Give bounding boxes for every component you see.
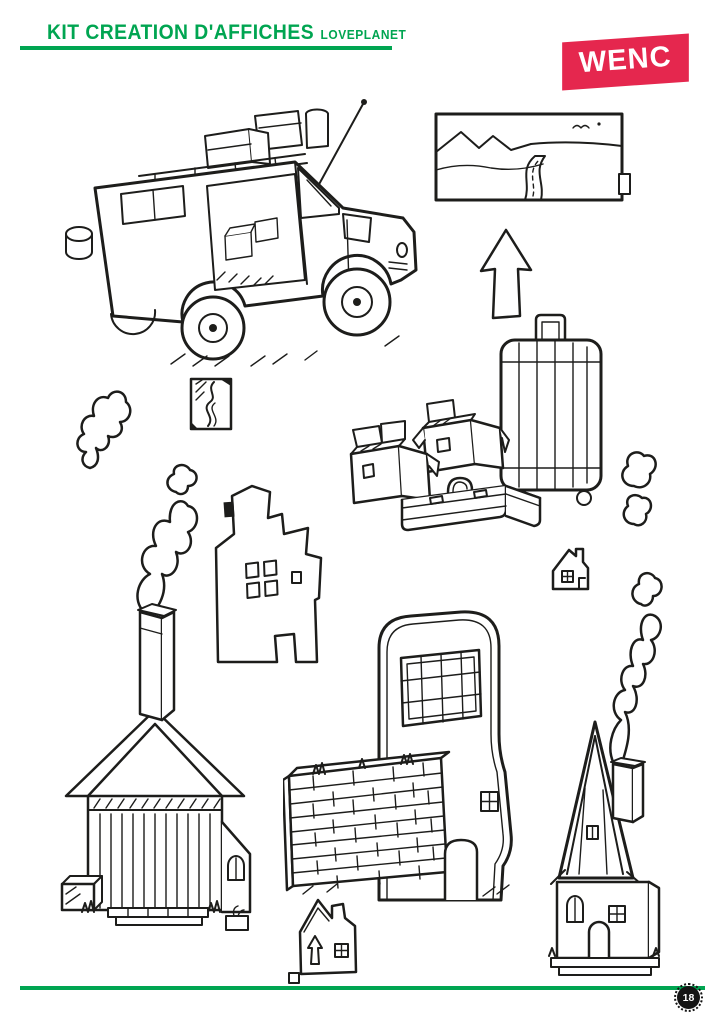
tall-house-cutout-illustration: [204, 476, 334, 671]
page-title: KIT CREATION D'AFFICHES LOVEPLANET: [47, 21, 406, 45]
page-number: 18: [682, 991, 695, 1004]
camper-van-illustration: [55, 88, 435, 378]
landscape-frame-illustration: [433, 110, 633, 210]
wenc-badge-label: WENC: [577, 40, 673, 80]
header-rule: [20, 46, 392, 50]
brand-label: LOVEPLANET: [320, 27, 407, 42]
footer-rule: [20, 986, 705, 990]
briefcase-illustration: [390, 470, 550, 550]
bottom-house-cutout-illustration: [288, 886, 368, 986]
kit-title: KIT CREATION D'AFFICHES: [47, 21, 315, 44]
small-house-illustration: [548, 541, 593, 596]
page-number-badge: 18: [674, 983, 703, 1012]
cardboard-boxes-illustration: [345, 398, 510, 508]
curved-building-brick-wall-illustration: [283, 586, 533, 906]
smoke-wisp-right-illustration: [610, 436, 660, 531]
stamp-illustration: [188, 376, 234, 432]
wenc-badge: WENC: [562, 33, 689, 91]
arrow-up-cutout-illustration: [476, 226, 536, 326]
smoke-cloud-left-illustration: [56, 370, 136, 470]
chapel-house-illustration: [58, 462, 253, 937]
church-tower-illustration: [545, 526, 667, 978]
